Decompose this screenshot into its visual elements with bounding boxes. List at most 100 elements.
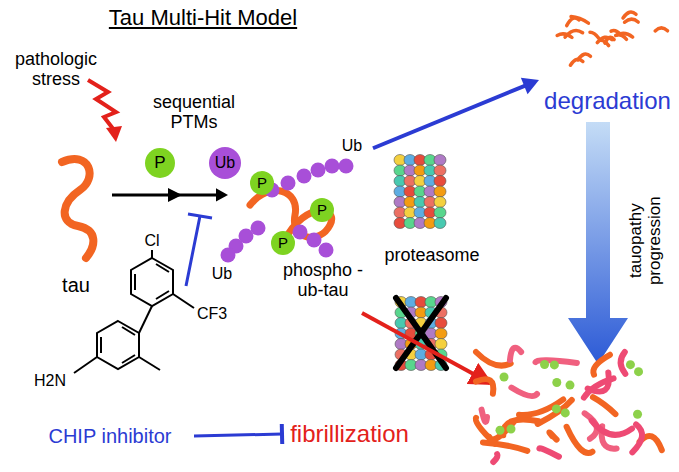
phospho-circle — [310, 198, 334, 222]
ubiquitin-chains — [221, 159, 354, 263]
ubiquitin-bead — [297, 169, 312, 184]
connector-line — [373, 85, 527, 148]
fibril-strand — [511, 388, 537, 396]
phospho-dot — [633, 410, 642, 419]
diagram-node: degradation — [539, 6, 676, 118]
connector — [373, 78, 539, 148]
phospho-dot — [495, 426, 504, 435]
node-text: phospho -ub-tau — [277, 261, 369, 301]
text-label: sequential PTMs — [142, 93, 246, 133]
text-label: P — [250, 175, 274, 192]
fibril-strand — [538, 400, 572, 424]
fibril-strand — [593, 397, 616, 414]
phospho-circle — [250, 171, 274, 195]
phospho-dot — [550, 360, 559, 369]
proteasome-subunit — [435, 318, 447, 329]
phospho-dot — [500, 373, 509, 382]
stress-bolt — [88, 80, 116, 130]
tau-fragment — [578, 54, 591, 60]
tau-fragment — [623, 12, 636, 18]
proteasome-icon — [394, 155, 446, 229]
text-label: tauopathy progression — [627, 180, 664, 300]
phospho-circle — [271, 231, 295, 255]
fibril-strand — [539, 448, 559, 457]
proteasome-subunit — [435, 339, 447, 350]
fibril-strand — [503, 420, 539, 436]
phospho-dot — [634, 367, 643, 376]
proteasome-subunit — [434, 176, 446, 187]
proteasome-subunit — [434, 186, 446, 197]
fibril-strand — [510, 348, 521, 360]
node-text: tau — [62, 274, 90, 296]
text-label: Cl — [137, 232, 167, 250]
node-text: CHIP inhibitor — [48, 425, 171, 447]
diagram-node: CHIP inhibitor — [26, 420, 194, 452]
proteasome-subunit — [434, 165, 446, 176]
connector — [112, 188, 228, 201]
text-label: Ub — [208, 154, 242, 172]
text-label: Ub — [335, 137, 369, 155]
tau-fragment — [590, 32, 599, 38]
ubiquitin-bead — [311, 163, 326, 178]
fibril-strand — [476, 379, 493, 394]
proteasome-subunit — [434, 197, 446, 208]
ubiquitin-circle — [209, 147, 241, 179]
text-label: P — [310, 202, 334, 219]
degraded-fragments — [557, 12, 667, 65]
phospho-dot — [552, 404, 561, 413]
phospho-dot — [552, 378, 561, 387]
text-label: P — [271, 235, 295, 252]
fibril-strand — [621, 352, 626, 374]
connector-line — [112, 193, 218, 196]
inhibition-bar — [280, 424, 284, 444]
connector-line — [194, 434, 282, 436]
text-label: proteasome — [377, 246, 487, 266]
phospho-dot — [626, 360, 635, 369]
phospho-dot — [540, 360, 549, 369]
diagram-title: Tau Multi-Hit Model — [58, 6, 348, 30]
phospho-circle — [145, 148, 175, 178]
diagram-node: phospho -ub-tau — [228, 140, 373, 305]
proteasome-subunit — [435, 328, 447, 339]
phospho-dot — [561, 408, 570, 417]
tau-protein — [62, 159, 93, 258]
fibril-strand — [483, 442, 527, 450]
diagram-node: fibrillization — [282, 416, 417, 452]
proteasome-subunit — [434, 207, 446, 218]
ubiquitin-bead — [319, 243, 334, 258]
arrowhead — [216, 188, 228, 201]
tau-fragment — [557, 34, 572, 38]
block-cross — [396, 298, 446, 368]
progression-arrow — [568, 122, 628, 364]
ubiquitin-bead — [293, 225, 308, 240]
fibril-strand — [592, 421, 632, 435]
ubiquitin-bead — [339, 159, 354, 174]
tau-fragment — [600, 40, 609, 45]
fibril-arrow — [362, 313, 490, 383]
fibril-strand — [476, 352, 511, 366]
diagram-node: tau — [40, 150, 112, 300]
ubiquitin-bead — [221, 248, 236, 263]
inhibition-line — [186, 214, 212, 286]
proteasome-subunit — [434, 155, 446, 166]
tau-fragment — [567, 18, 580, 26]
tau-fragment — [655, 28, 667, 31]
fibril-strand — [549, 432, 556, 439]
arrowhead — [521, 78, 539, 94]
tau-fragment — [625, 19, 639, 22]
tau-fragment — [617, 33, 633, 37]
fibril-strand — [519, 399, 563, 415]
fibril-strand — [593, 355, 610, 375]
fibril-strand — [584, 378, 614, 397]
text-label: pathologic stress — [2, 50, 110, 90]
phospho-dot — [565, 381, 574, 390]
proteasome-subunit — [434, 218, 446, 229]
text-label: Ub — [205, 265, 239, 283]
connector — [194, 424, 282, 444]
text-label: CF3 — [192, 305, 232, 323]
text-label: P — [145, 154, 175, 173]
node-text: degradation — [544, 88, 671, 114]
